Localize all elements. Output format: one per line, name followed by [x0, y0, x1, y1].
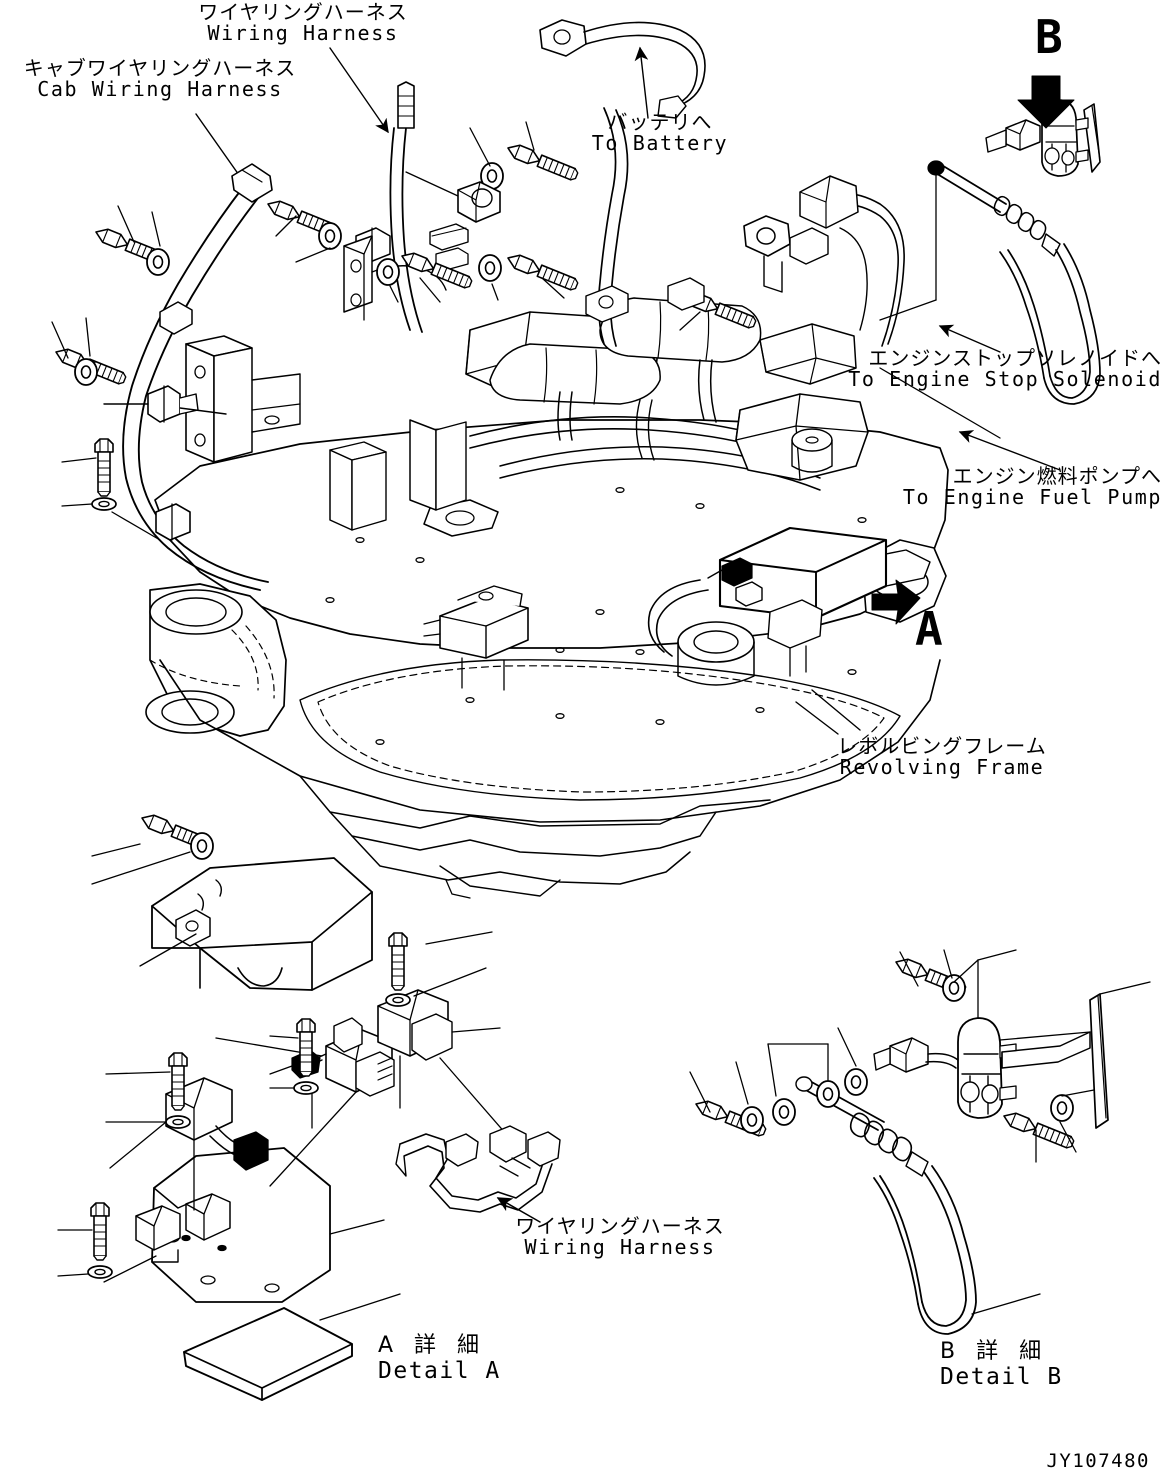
- label-to-battery-jp: バッテリへ: [607, 110, 713, 134]
- label-wiring-harness-top: ワイヤリングハーネス Wiring Harness: [178, 0, 428, 46]
- label-to-battery: バッテリへ To Battery: [570, 110, 750, 156]
- label-wiring-harness-detail-a-jp: ワイヤリングハーネス: [515, 1214, 725, 1238]
- label-revolving-frame: レボルビングフレーム Revolving Frame: [812, 734, 1072, 780]
- label-to-engine-fuel-pump-en: To Engine Fuel Pump: [902, 485, 1162, 510]
- label-to-battery-en: To Battery: [591, 131, 729, 156]
- caption-detail-b-jp: B 詳 細: [940, 1339, 1049, 1364]
- label-revolving-frame-en: Revolving Frame: [839, 755, 1045, 780]
- label-to-engine-stop-solenoid-en: To Engine Stop Solenoid: [848, 367, 1162, 392]
- caption-detail-b: B 詳 細 Detail B: [940, 1339, 1063, 1390]
- label-wiring-harness-top-en: Wiring Harness: [207, 21, 399, 46]
- label-to-engine-fuel-pump: エンジン燃料ポンプへ To Engine Fuel Pump: [824, 464, 1162, 510]
- callout-mark-a: A: [915, 602, 943, 656]
- label-to-engine-fuel-pump-jp: エンジン燃料ポンプへ: [952, 464, 1162, 488]
- label-to-engine-stop-solenoid-jp: エンジンストップソレノイドへ: [868, 346, 1162, 370]
- caption-detail-a-jp: A 詳 細: [378, 1333, 487, 1358]
- caption-detail-a-en: Detail A: [378, 1357, 501, 1384]
- label-wiring-harness-top-jp: ワイヤリングハーネス: [198, 0, 408, 24]
- caption-detail-a: A 詳 細 Detail A: [378, 1333, 501, 1384]
- label-wiring-harness-detail-a: ワイヤリングハーネス Wiring Harness: [500, 1214, 740, 1260]
- drawing-number: JY107480: [1046, 1450, 1150, 1472]
- label-to-engine-stop-solenoid: エンジンストップソレノイドへ To Engine Stop Solenoid: [814, 346, 1162, 392]
- label-cab-wiring-harness-jp: キャブワイヤリングハーネス: [23, 56, 297, 80]
- callout-mark-b: B: [1035, 10, 1063, 64]
- label-revolving-frame-jp: レボルビングフレーム: [837, 734, 1047, 758]
- label-cab-wiring-harness-en: Cab Wiring Harness: [37, 77, 283, 102]
- label-wiring-harness-detail-a-en: Wiring Harness: [524, 1235, 716, 1260]
- label-cab-wiring-harness: キャブワイヤリングハーネス Cab Wiring Harness: [10, 56, 310, 102]
- caption-detail-b-en: Detail B: [940, 1363, 1063, 1390]
